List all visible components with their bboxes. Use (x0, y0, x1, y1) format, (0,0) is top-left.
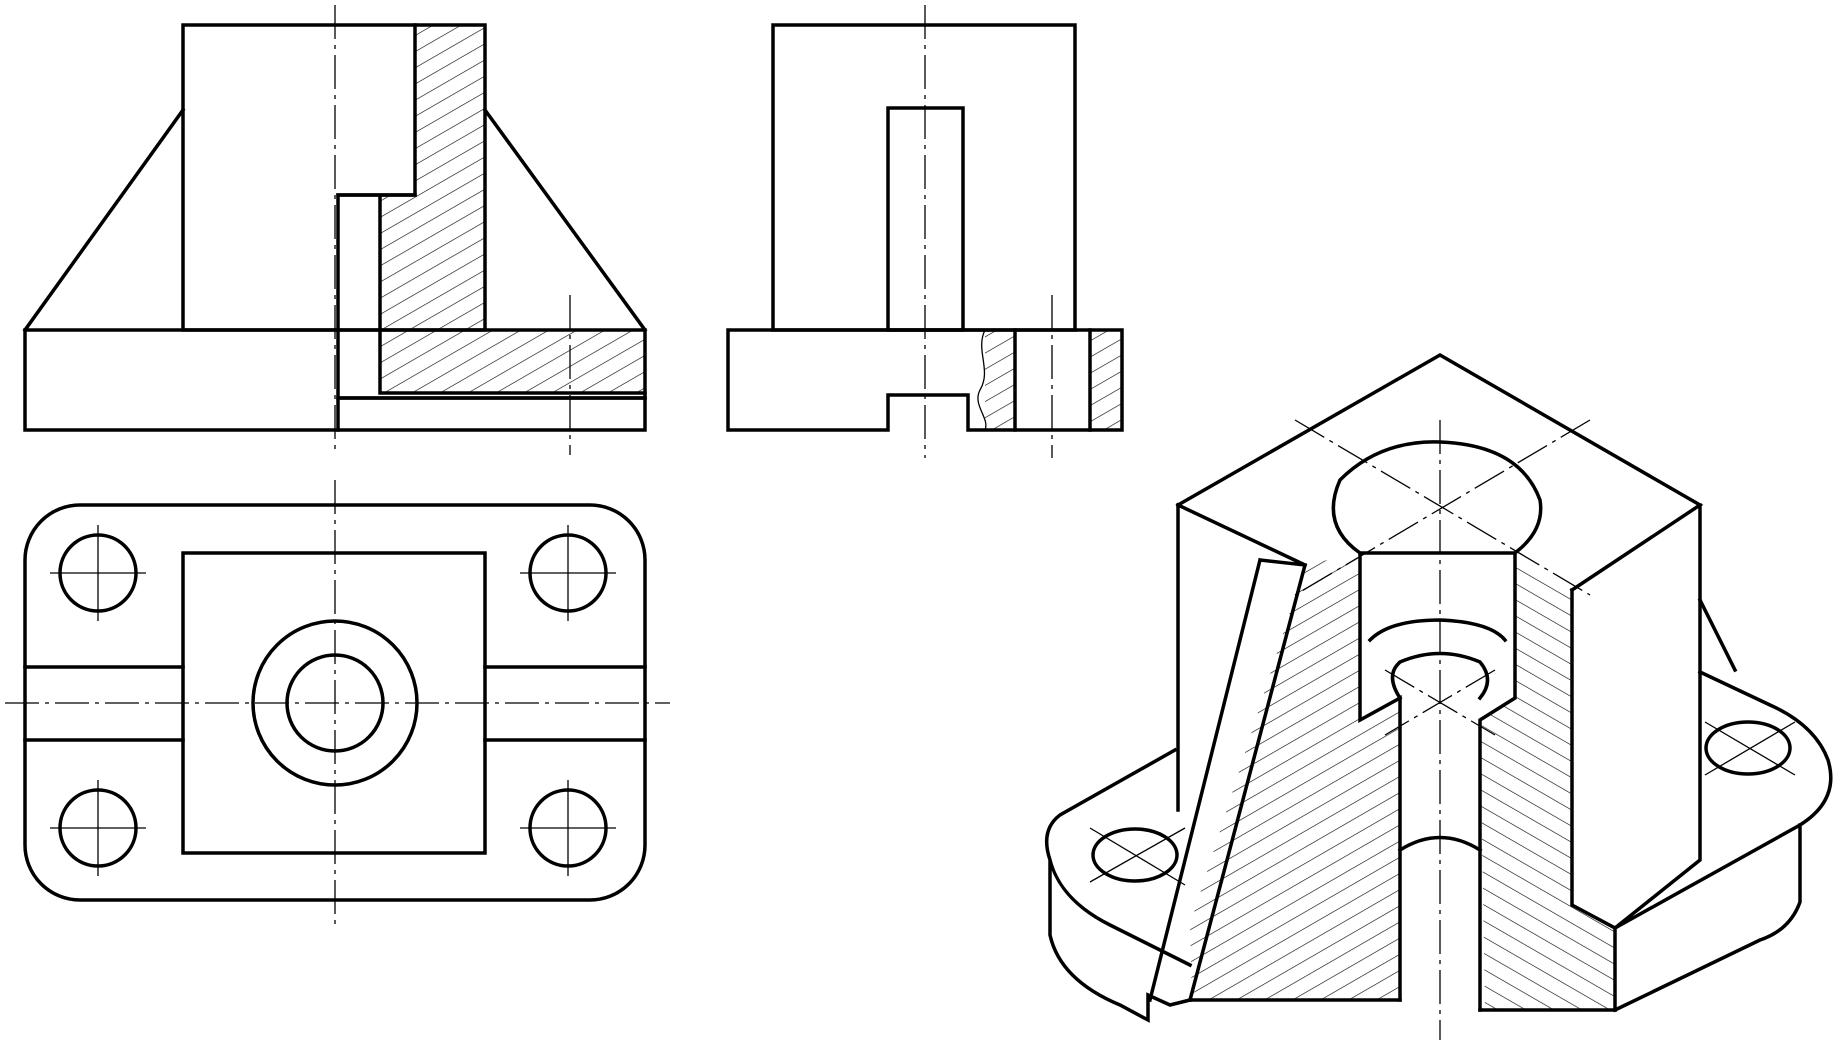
iso-cut-face-left (1190, 553, 1400, 1000)
top-view (5, 480, 670, 925)
side-section-hatch-right (1090, 330, 1122, 430)
side-upper-block (771, 23, 1077, 332)
front-section-hatch (380, 25, 645, 393)
side-section-hatch-left (985, 330, 1015, 430)
iso-centerlines (1294, 419, 1591, 1040)
isometric-cutaway-view (1044, 352, 1833, 1040)
iso-base-hole-right (1704, 720, 1792, 776)
iso-counterbore-bottom (1367, 618, 1508, 643)
iso-base-hole-left (1091, 827, 1179, 883)
iso-right-rib (1697, 597, 1738, 673)
iso-base-plate (1044, 669, 1833, 1023)
iso-cut-face-right (1480, 553, 1615, 1010)
iso-cut-bottom-edge (1188, 998, 1617, 1012)
side-base-outline (726, 328, 1124, 432)
iso-base-hole-centerlines (1089, 721, 1796, 886)
front-right-rib (482, 107, 648, 333)
front-section-view (22, 5, 648, 455)
front-upper-block (181, 23, 487, 332)
iso-top-counterbore (1331, 440, 1543, 556)
iso-upper-block (1175, 352, 1704, 931)
side-section-view (726, 5, 1124, 458)
iso-left-rib (1147, 557, 1308, 1003)
top-hole-centerlines (50, 525, 616, 876)
front-left-rib (22, 107, 186, 333)
side-break-line (977, 329, 987, 431)
